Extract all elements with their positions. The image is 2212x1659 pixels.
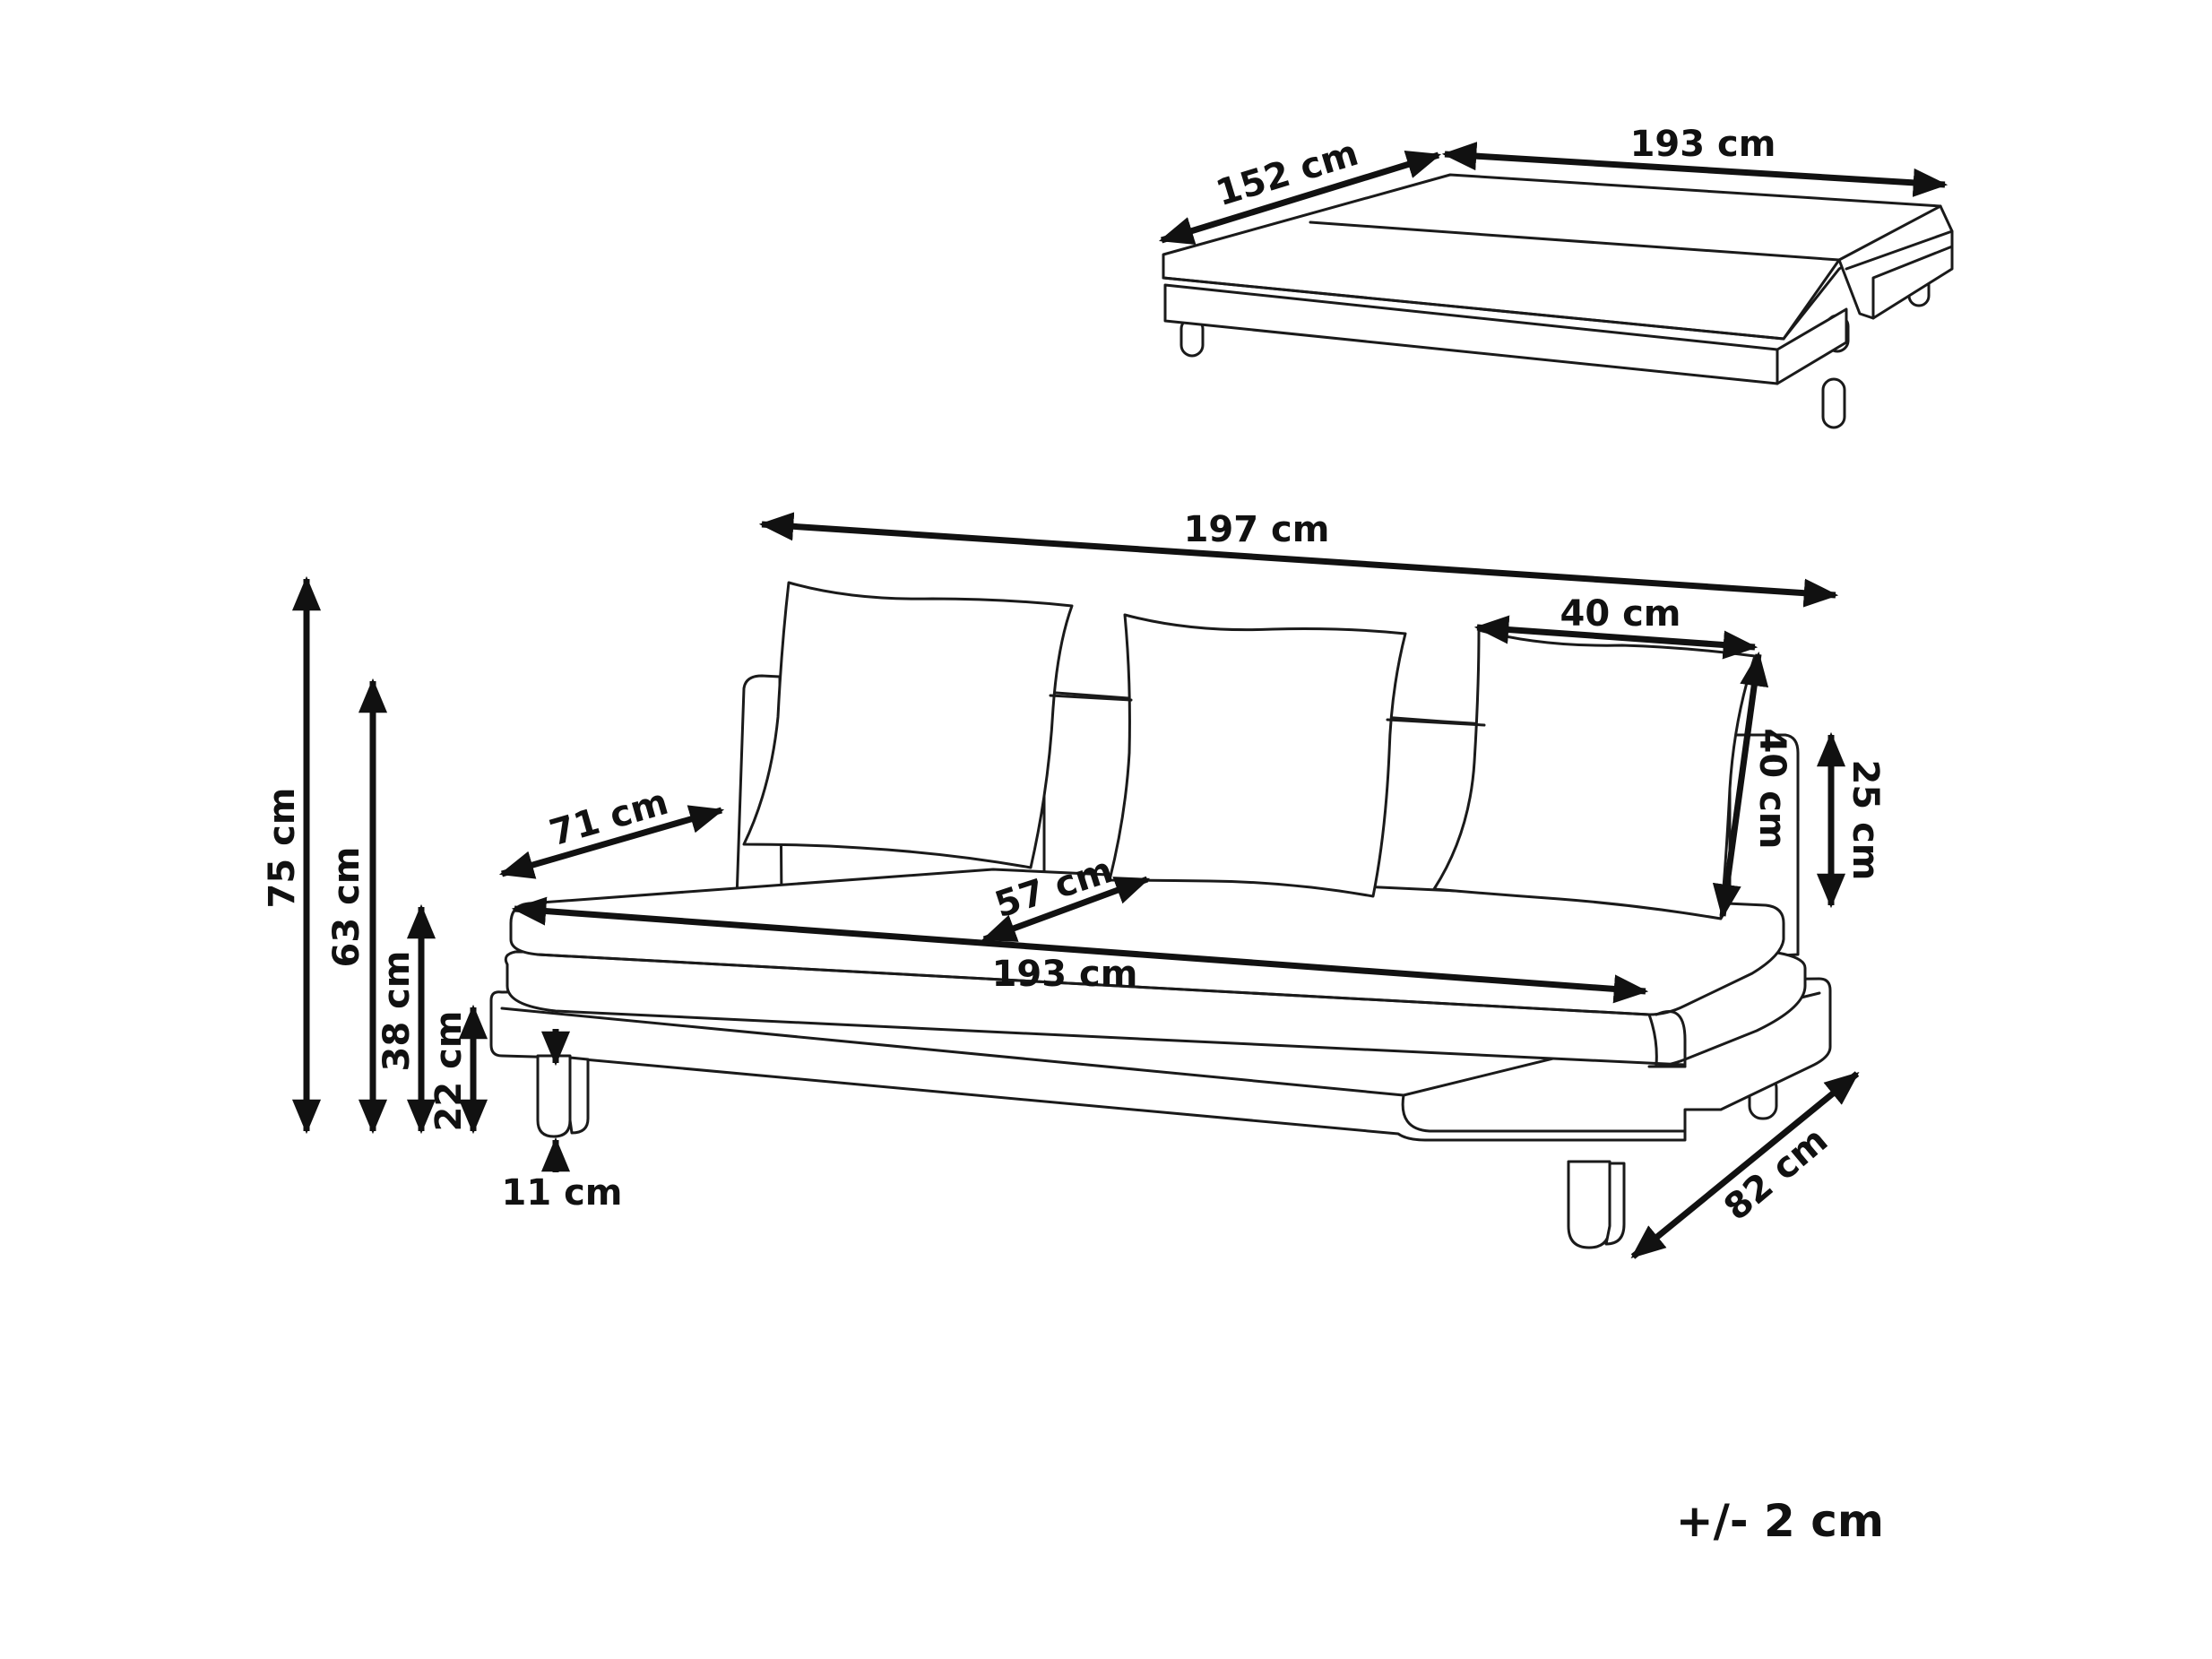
bed-mattress-split — [1782, 258, 1841, 341]
backrest-top-edge-2 — [1386, 718, 1486, 727]
pillow-left — [742, 581, 1074, 869]
dim-pillow-height-label: 40 cm — [1751, 729, 1793, 850]
dim-seat-width-line — [511, 896, 1649, 1004]
sofa-seat-cushion-front — [536, 953, 1658, 1067]
sofa-leg-front-right — [1567, 1160, 1611, 1249]
pillow-middle — [1108, 613, 1407, 898]
dim-pillow-height-line — [1712, 651, 1769, 920]
sofa-leg-front-left-inner — [568, 1056, 590, 1135]
pillow-right — [1432, 628, 1757, 920]
bed-mattress-edge — [1162, 276, 1785, 341]
dim-total-width-line — [758, 512, 1839, 608]
bed-illustration — [1162, 173, 1954, 429]
bed-extension — [1837, 204, 1954, 320]
sofa-seat-cushion-corner — [1655, 1010, 1687, 1068]
sofa-frame-lip — [1401, 1093, 1687, 1133]
dim-bed-depth-line — [1158, 151, 1442, 245]
bed-extension-front — [1871, 245, 1954, 320]
dim-seat-height-label: 38 cm — [376, 951, 418, 1072]
dim-back-height-label: 63 cm — [326, 847, 367, 968]
dim-bed-length-label: 193 cm — [1630, 124, 1776, 165]
dim-total-height-label: 75 cm — [262, 788, 303, 909]
dim-pillow-width-line — [1473, 615, 1758, 660]
bed-base-side — [1776, 307, 1848, 385]
backrest-top-edge-1 — [1049, 694, 1133, 702]
dim-total-depth-line — [1630, 1071, 1860, 1259]
sofa-illustration — [489, 581, 1832, 1249]
bed-extension-top — [1845, 229, 1954, 271]
dim-seat-width-label: 193 cm — [992, 954, 1138, 995]
bed-leg-right — [1821, 377, 1846, 429]
sofa-leg-front-left — [536, 1054, 572, 1138]
dim-leg-height-label: 11 cm — [502, 1172, 623, 1214]
sofa-leg-front-right-inner — [1604, 1162, 1626, 1246]
dim-armrest-height-label: 25 cm — [1845, 760, 1886, 881]
dim-total-width-label: 197 cm — [1184, 509, 1330, 550]
dim-pillow-width-label: 40 cm — [1560, 593, 1681, 635]
dim-frame-height-label: 22 cm — [428, 1011, 470, 1132]
tolerance-note: +/- 2 cm — [1676, 1495, 1884, 1547]
dim-bed-length-line — [1441, 142, 1948, 197]
dim-armrest-depth-line — [498, 805, 725, 879]
